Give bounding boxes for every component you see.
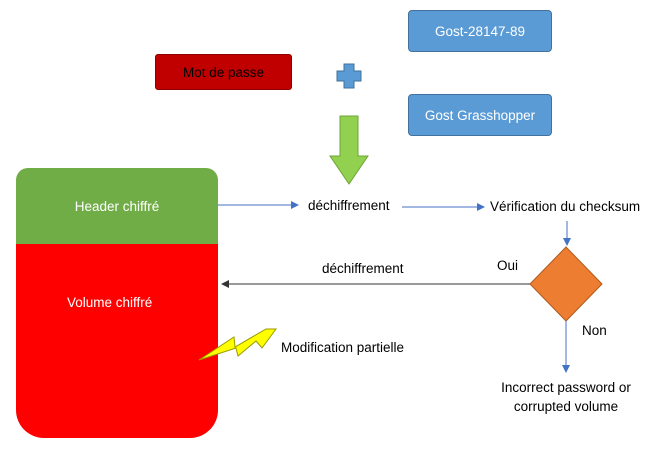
checksum-verification-label: Vérification du checksum: [490, 199, 641, 214]
no-label: Non: [582, 323, 607, 338]
lightning-icon: [198, 328, 277, 361]
checksum-decision-diamond: [529, 246, 603, 322]
failure-result-text: Incorrect password or corrupted volume: [488, 378, 644, 416]
failure-result-line-2: corrupted volume: [513, 399, 619, 414]
cipher-grasshopper-label: Gost Grasshopper: [424, 107, 536, 123]
encrypted-header-box: Header chiffré: [16, 168, 218, 244]
cipher-gost-28147-label: Gost-28147-89: [434, 23, 526, 39]
yes-label: Oui: [497, 258, 519, 273]
down-arrow-icon: [329, 115, 369, 185]
plus-icon: [336, 63, 362, 89]
modification-label: Modification partielle: [281, 340, 405, 355]
decrypt-step-label: déchiffrement: [308, 198, 390, 213]
failure-result-line-1: Incorrect password or: [501, 380, 631, 395]
encrypted-volume-label: Volume chiffré: [67, 295, 153, 310]
cipher-gost-28147-box: Gost-28147-89: [408, 10, 552, 52]
password-box: Mot de passe: [155, 54, 292, 90]
password-label: Mot de passe: [182, 64, 265, 80]
encrypted-header-label: Header chiffré: [74, 198, 160, 214]
cipher-grasshopper-box: Gost Grasshopper: [408, 94, 552, 136]
decrypt-volume-label: déchiffrement: [322, 261, 404, 276]
